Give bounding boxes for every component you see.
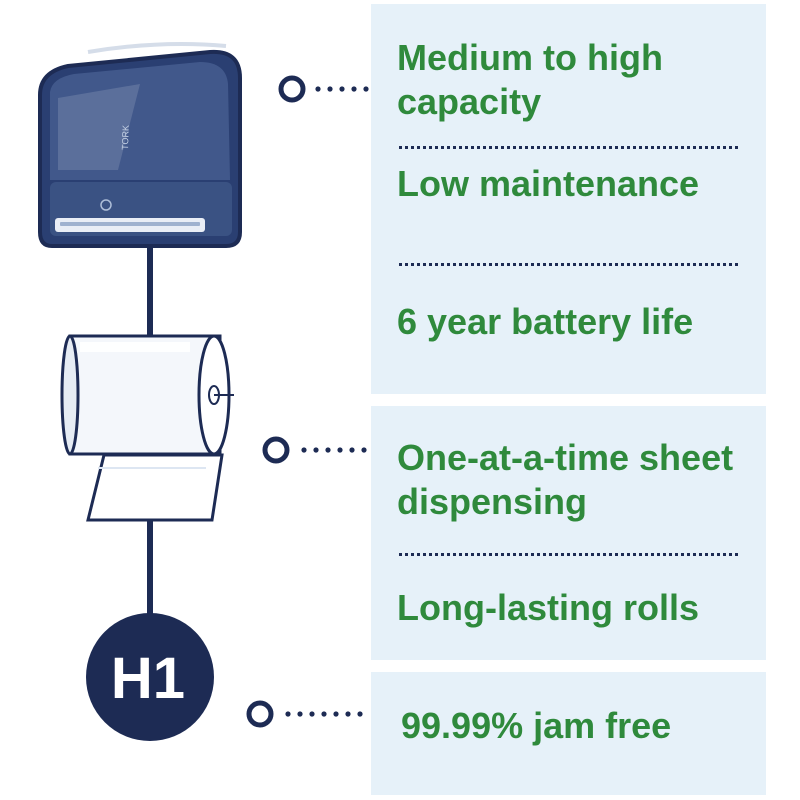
callout-ring-icon [246, 700, 274, 728]
dotted-divider [399, 553, 738, 556]
dotted-divider [399, 146, 738, 149]
feature-text: Low maintenance [397, 163, 700, 204]
paper-roll-icon [60, 334, 234, 522]
feature-text: 6 year battery life [397, 301, 694, 342]
callout-connector-3 [246, 700, 363, 728]
callout-connector-1 [278, 75, 369, 103]
product-illustration: TORK H1 [38, 42, 369, 741]
feature-panel-3: 99.99% jam free [371, 672, 766, 795]
feature-text: 99.99% jam free [401, 705, 672, 746]
dotted-divider [399, 263, 738, 266]
callout-ring-icon [262, 436, 290, 464]
feature-text: Long-lasting rolls [397, 587, 699, 628]
feature-text: One-at-a-time sheet dispensing [397, 437, 734, 522]
callout-connector-2 [262, 436, 367, 464]
brand-mark: TORK [120, 125, 131, 150]
h1-badge: H1 [86, 613, 214, 741]
callout-ring-icon [278, 75, 306, 103]
feature-panel-1: Medium to high capacity Low maintenance … [371, 4, 766, 394]
dispenser-icon: TORK [38, 42, 242, 248]
feature-panel-2: One-at-a-time sheet dispensing Long-last… [371, 406, 766, 660]
feature-text: Medium to high capacity [397, 37, 663, 122]
h1-badge-label: H1 [111, 646, 185, 711]
